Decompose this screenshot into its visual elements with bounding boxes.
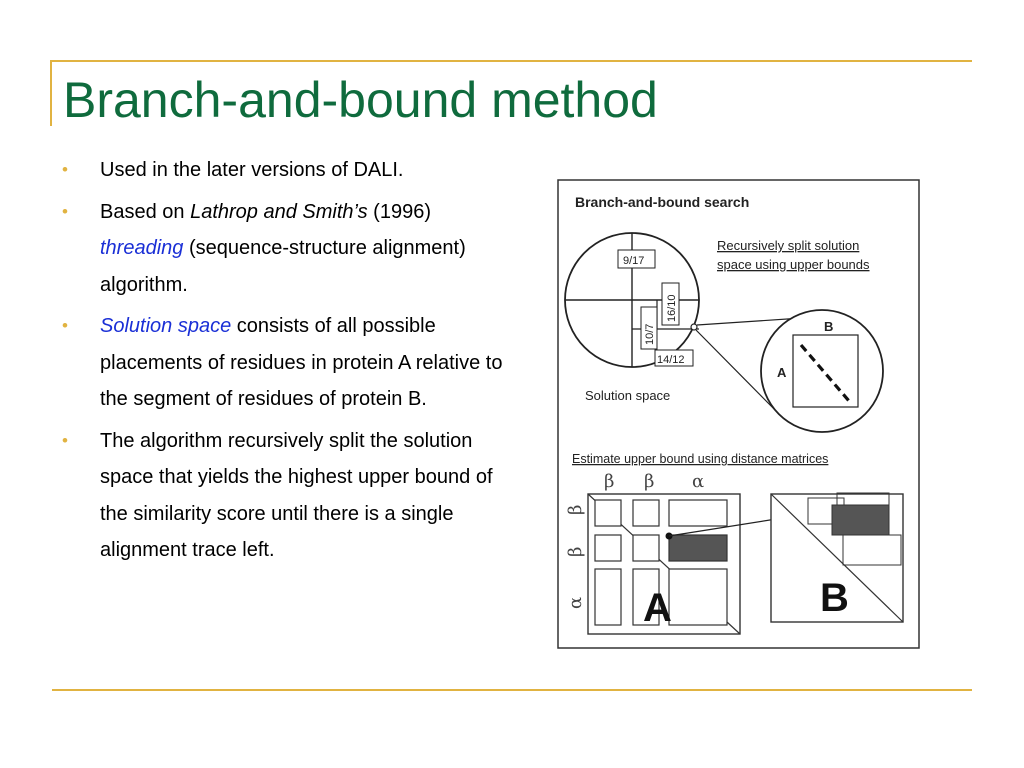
figure-heading: Branch-and-bound search <box>575 194 749 210</box>
bullet-dot-icon: • <box>62 160 68 179</box>
bullet-dot-icon: • <box>62 201 68 221</box>
bound-box <box>617 249 656 269</box>
solution-space-term: Solution space <box>100 315 232 337</box>
matrix-cell <box>632 534 660 562</box>
zoom-label-b: B <box>824 319 833 334</box>
citation-text: Lathrop and Smith’s <box>190 200 368 223</box>
bound-label: 10/7 <box>644 324 656 345</box>
matrix-a-label: A <box>643 586 672 630</box>
bound-label: 14/12 <box>657 354 685 366</box>
matrix-col-label: α <box>692 471 704 492</box>
bound-box <box>654 349 694 367</box>
matrix-col-label: β <box>604 471 614 492</box>
matrix-diagonal <box>770 493 904 623</box>
matrix-cell <box>632 568 660 626</box>
matrix-b-cell <box>842 534 902 566</box>
bullet-text: (1996) <box>367 200 431 223</box>
zoom-connector <box>695 329 780 415</box>
zoom-matrix <box>792 334 859 408</box>
matrix-col-label: β <box>644 471 654 492</box>
matrix-row-label: β <box>565 547 586 557</box>
bound-label: 16/10 <box>666 294 678 322</box>
matrix-row-label: β <box>565 505 586 515</box>
bottom-rule <box>52 689 972 691</box>
solution-space-label: Solution space <box>585 388 670 403</box>
matrix-cell <box>668 568 728 626</box>
zoom-point <box>690 323 698 331</box>
bullet-item: • Used in the later versions of DALI. <box>62 152 507 189</box>
bullet-item: • Solution space consists of all possibl… <box>62 308 507 418</box>
top-rule <box>50 60 972 62</box>
bound-box <box>661 282 680 326</box>
bullet-list: • Used in the later versions of DALI. • … <box>62 152 507 574</box>
bullet-text: (sequence-structure alignment) algorithm… <box>100 237 466 296</box>
matrix-cell <box>594 499 622 527</box>
bullet-item: • The algorithm recursively split the so… <box>62 423 507 569</box>
bullet-dot-icon: • <box>62 430 68 450</box>
bullet-dot-icon: • <box>62 316 68 335</box>
bullet-text: Used in the later versions of DALI. <box>100 159 404 181</box>
bullet-text: consists of all possible placements of r… <box>100 315 503 410</box>
matrix-cell <box>668 499 728 527</box>
matrix-cell <box>594 534 622 562</box>
split-caption-line-2: space using upper bounds <box>717 257 870 272</box>
zoom-label-a: A <box>777 365 787 380</box>
matrix-cell-highlight <box>668 534 728 562</box>
threading-link: threading <box>100 237 184 259</box>
slide-title: Branch-and-bound method <box>63 72 658 128</box>
matrix-row-label: α <box>565 597 586 609</box>
estimate-caption: Estimate upper bound using distance matr… <box>572 452 828 466</box>
left-rule <box>50 60 52 126</box>
matrix-b-cell-highlight <box>831 504 890 536</box>
matrix-b-label: B <box>820 576 849 620</box>
bullet-item: • Based on Lathrop and Smith’s (1996) th… <box>62 194 507 304</box>
zoom-connector <box>696 317 803 326</box>
bullet-text: The algorithm recursively split the solu… <box>100 429 493 562</box>
matrix-cell <box>632 499 660 527</box>
branch-and-bound-figure: Branch-and-bound search 9/17 16/10 10/7 … <box>557 179 920 649</box>
split-caption-line-1: Recursively split solution <box>717 238 859 253</box>
bound-label: 9/17 <box>623 255 644 267</box>
bound-box <box>640 306 658 350</box>
bullet-text: Based on <box>100 200 191 223</box>
matrix-cell <box>594 568 622 626</box>
